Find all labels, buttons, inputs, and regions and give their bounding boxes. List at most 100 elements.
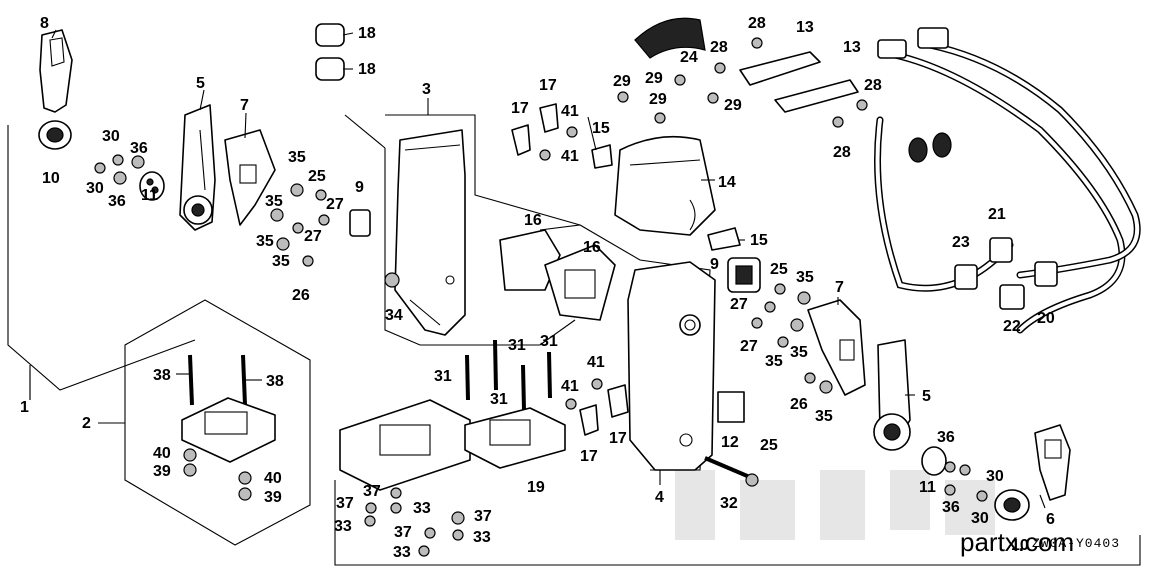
part-32-bolt xyxy=(704,456,759,487)
callout-27: 27 xyxy=(304,228,322,245)
callout-41: 41 xyxy=(561,378,579,395)
callout-37: 37 xyxy=(363,483,381,500)
callout-1: 1 xyxy=(20,399,29,416)
callout-33: 33 xyxy=(334,518,352,535)
callout-35: 35 xyxy=(256,233,274,250)
callout-38: 38 xyxy=(153,367,171,384)
callout-13: 13 xyxy=(843,39,861,56)
callout-30: 30 xyxy=(971,510,989,527)
callout-28: 28 xyxy=(748,15,766,32)
watermark-text: partx.com xyxy=(960,527,1074,557)
parts-17-41-bottom xyxy=(565,378,629,436)
callout-17: 17 xyxy=(580,448,598,465)
callout-10: 10 xyxy=(42,170,60,187)
callout-36: 36 xyxy=(130,140,148,157)
callout-27: 27 xyxy=(730,296,748,313)
group-frame-2 xyxy=(124,299,311,546)
part-16-gaskets xyxy=(499,229,616,321)
callout-9: 9 xyxy=(710,256,719,273)
callout-8: 8 xyxy=(40,15,49,32)
callout-33: 33 xyxy=(393,544,411,561)
callout-15: 15 xyxy=(750,232,768,249)
watermark-pattern xyxy=(675,470,995,540)
callout-41: 41 xyxy=(561,148,579,165)
callout-26: 26 xyxy=(790,396,808,413)
callout-14: 14 xyxy=(718,174,736,191)
part-8-lever-cover xyxy=(39,29,73,113)
callout-13: 13 xyxy=(796,19,814,36)
hardware-right xyxy=(751,283,833,394)
part-10-grommet xyxy=(38,120,72,150)
callout-26: 26 xyxy=(292,287,310,304)
part-10-grommet-right xyxy=(994,489,1030,521)
callout-16: 16 xyxy=(524,212,542,229)
part-11-plate xyxy=(139,171,165,201)
callout-4: 4 xyxy=(655,489,664,506)
callout-5: 5 xyxy=(196,75,205,92)
callout-15: 15 xyxy=(592,120,610,137)
callout-30: 30 xyxy=(986,468,1004,485)
part-30-36-screws xyxy=(94,154,145,185)
leader-lines xyxy=(29,29,1046,509)
callout-31: 31 xyxy=(508,337,526,354)
callout-18: 18 xyxy=(358,61,376,78)
part-14-upper-housing xyxy=(614,135,716,236)
callout-2: 2 xyxy=(82,415,91,432)
callout-24: 24 xyxy=(680,49,698,66)
callout-30: 30 xyxy=(102,128,120,145)
callout-37: 37 xyxy=(336,495,354,512)
callout-33: 33 xyxy=(413,500,431,517)
callout-18: 18 xyxy=(358,25,376,42)
callout-7: 7 xyxy=(240,97,249,114)
callout-35: 35 xyxy=(765,353,783,370)
callout-17: 17 xyxy=(609,430,627,447)
callout-7: 7 xyxy=(835,279,844,296)
callout-3: 3 xyxy=(422,81,431,98)
part-19-plate xyxy=(339,339,566,491)
callout-29: 29 xyxy=(649,91,667,108)
callout-6: 6 xyxy=(1046,511,1055,528)
callout-9: 9 xyxy=(355,179,364,196)
screws-28-29 xyxy=(617,37,868,128)
callout-36: 36 xyxy=(937,429,955,446)
callout-28: 28 xyxy=(864,77,882,94)
part-7-lever-housing xyxy=(224,129,276,226)
callout-labels: 8 10 5 7 30 36 30 36 11 18 18 3 35 25 35… xyxy=(20,15,1055,561)
callout-12: 12 xyxy=(721,434,739,451)
part-5-control-lever xyxy=(179,104,216,231)
part-12-plate xyxy=(717,391,745,423)
callout-17: 17 xyxy=(511,100,529,117)
callout-20: 20 xyxy=(1037,310,1055,327)
callout-30: 30 xyxy=(86,180,104,197)
callout-23: 23 xyxy=(952,234,970,251)
callout-31: 31 xyxy=(490,391,508,408)
callout-35: 35 xyxy=(815,408,833,425)
callout-40: 40 xyxy=(153,445,171,462)
part-3-control-box-cover xyxy=(394,129,466,336)
part-6-lever-cover xyxy=(1034,424,1071,501)
callout-37: 37 xyxy=(394,524,412,541)
callout-29: 29 xyxy=(613,73,631,90)
part-13-brackets xyxy=(739,51,859,113)
callout-35: 35 xyxy=(288,149,306,166)
hardware-left xyxy=(270,183,400,288)
callout-39: 39 xyxy=(264,489,282,506)
callout-33: 33 xyxy=(473,529,491,546)
group-frame-3 xyxy=(344,114,581,346)
callout-31: 31 xyxy=(434,368,452,385)
callout-11: 11 xyxy=(141,187,158,204)
callout-27: 27 xyxy=(740,338,758,355)
callout-34: 34 xyxy=(385,307,403,324)
callout-11: 11 xyxy=(919,479,936,496)
callout-37: 37 xyxy=(474,508,492,525)
callout-25: 25 xyxy=(308,168,326,185)
callout-28: 28 xyxy=(710,39,728,56)
callout-36: 36 xyxy=(942,499,960,516)
callout-31: 31 xyxy=(540,333,558,350)
callout-25: 25 xyxy=(760,437,778,454)
part-7-lever-housing-right xyxy=(807,299,866,396)
callout-28: 28 xyxy=(833,144,851,161)
callout-25: 25 xyxy=(770,261,788,278)
callout-19: 19 xyxy=(527,479,545,496)
